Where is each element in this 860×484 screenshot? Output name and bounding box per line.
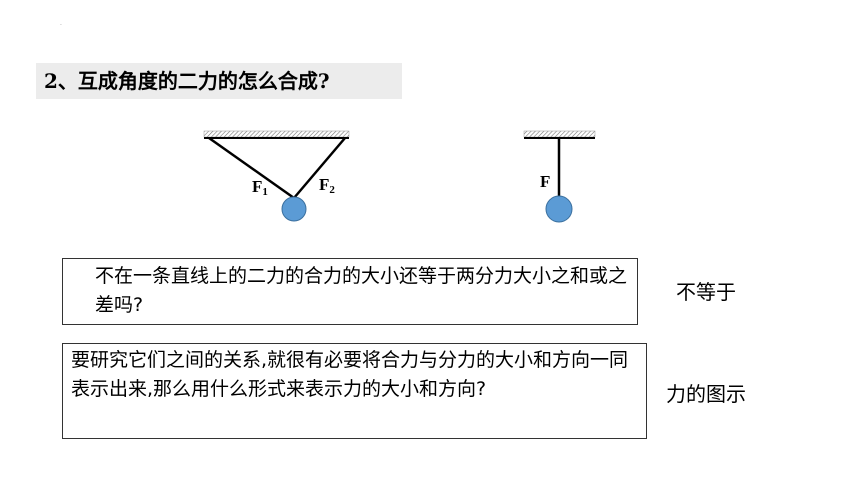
left-ball	[281, 196, 307, 222]
slide-marker: ·	[60, 22, 62, 29]
explain-answer: 力的图示	[666, 382, 746, 406]
right-ball	[545, 195, 573, 223]
label-f: F	[540, 172, 551, 191]
question-answer: 不等于	[676, 280, 736, 304]
left-ceiling	[203, 130, 350, 138]
explain-box: 要研究它们之间的关系,就很有必要将合力与分力的大小和方向一同表示出来,那么用什么…	[62, 343, 647, 439]
question-box: 不在一条直线上的二力的合力的大小还等于两分力大小之和或之差吗?	[62, 258, 638, 325]
section-title: 2、互成角度的二力的怎么合成?	[36, 63, 402, 99]
rope-f2	[293, 137, 346, 199]
label-f1: F1	[252, 177, 268, 198]
label-f2: F2	[319, 175, 335, 196]
rope-f1	[208, 136, 295, 200]
right-ceiling	[523, 130, 596, 138]
